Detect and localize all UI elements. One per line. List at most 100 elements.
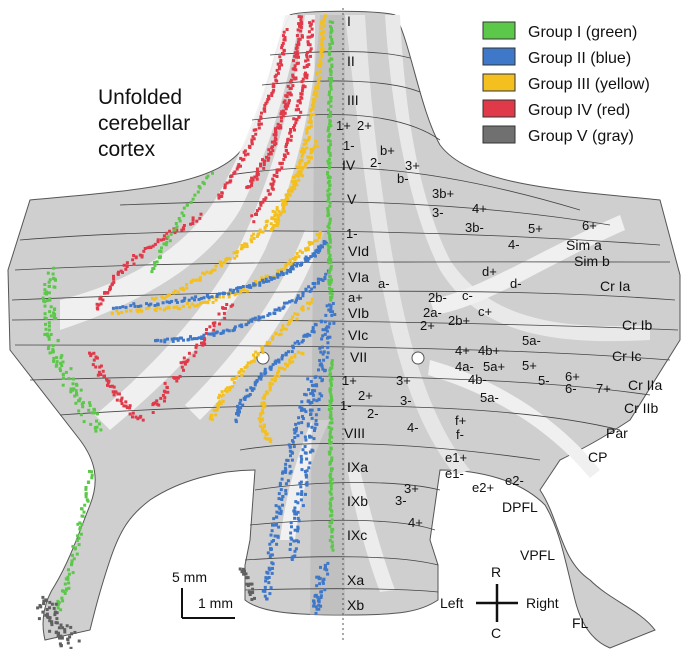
cell-dot	[239, 156, 243, 160]
cell-dot	[61, 373, 65, 377]
cell-dot	[327, 246, 331, 249]
cell-dot	[308, 116, 312, 119]
cell-dot	[252, 220, 256, 224]
cell-dot	[236, 286, 240, 290]
zone-label: 5+	[528, 221, 543, 236]
cell-dot	[295, 264, 299, 268]
cell-dot	[48, 351, 52, 355]
compass: R C Left Right	[440, 564, 559, 641]
zone-label: 3+	[404, 481, 419, 496]
cell-dot	[311, 241, 314, 245]
cell-dot	[180, 365, 184, 369]
cell-dot	[259, 164, 263, 168]
cell-dot	[241, 567, 245, 571]
cell-dot	[293, 353, 297, 357]
cell-dot	[262, 423, 266, 427]
cell-dot	[151, 411, 155, 414]
zone-labels: 1+2+1-b+2-3+b-3b+4+3-3b-5+6+4-1-a-a+2b-c…	[336, 118, 611, 530]
cell-dot	[299, 454, 303, 458]
cell-dot	[267, 156, 271, 160]
cell-dot	[258, 230, 262, 234]
cell-dot	[300, 490, 304, 494]
cell-dot	[251, 359, 255, 363]
cell-dot	[328, 253, 332, 257]
cell-dot	[59, 608, 63, 612]
cell-dot	[159, 396, 163, 400]
cell-dot	[264, 220, 268, 224]
cell-dot	[220, 261, 224, 265]
zone-label: 6-	[565, 381, 577, 396]
cell-dot	[294, 255, 298, 259]
cell-dot	[208, 325, 212, 329]
cell-dot	[301, 86, 305, 90]
cell-dot	[300, 421, 304, 425]
cell-dot	[280, 270, 284, 274]
cell-dot	[261, 278, 265, 282]
cell-dot	[330, 509, 334, 513]
cell-dot	[252, 137, 256, 141]
cell-dot	[240, 325, 244, 329]
cell-dot	[295, 312, 299, 316]
cell-dot	[303, 445, 307, 448]
cell-dot	[331, 310, 334, 314]
cell-dot	[215, 408, 219, 412]
cell-dot	[229, 175, 233, 179]
cell-dot	[328, 378, 332, 382]
cell-dot	[88, 404, 92, 407]
cell-dot	[270, 571, 274, 575]
cell-dot	[151, 403, 155, 407]
cell-dot	[319, 350, 323, 354]
cell-dot	[80, 522, 84, 526]
cell-dot	[77, 409, 81, 413]
cell-dot	[196, 278, 200, 282]
cell-dot	[280, 268, 284, 272]
cell-dot	[327, 148, 331, 151]
cell-dot	[266, 313, 270, 317]
cell-dot	[268, 366, 272, 370]
cell-dot	[92, 407, 96, 411]
cell-dot	[330, 482, 334, 486]
cell-dot	[60, 636, 64, 640]
cell-dot	[299, 485, 303, 489]
cell-dot	[308, 408, 312, 412]
cell-dot	[246, 584, 250, 587]
cell-dot	[119, 398, 123, 402]
cell-dot	[289, 318, 293, 322]
cell-dot	[262, 107, 266, 111]
cell-dot	[272, 82, 276, 86]
cell-dot	[286, 84, 290, 88]
cell-dot	[60, 354, 64, 358]
cell-dot	[201, 271, 205, 275]
cell-dot	[271, 182, 275, 186]
cell-dot	[46, 271, 50, 275]
cell-dot	[83, 503, 87, 507]
cell-dot	[291, 84, 295, 88]
cell-dot	[329, 298, 333, 302]
cell-dot	[288, 358, 292, 362]
cell-dot	[163, 381, 167, 385]
zone-label: a-	[378, 276, 390, 291]
cell-dot	[169, 232, 173, 236]
cell-dot	[120, 311, 124, 314]
cell-dot	[286, 91, 290, 95]
cell-dot	[140, 309, 144, 313]
cell-dot	[328, 452, 332, 456]
cell-dot	[329, 267, 333, 271]
cell-dot	[270, 529, 274, 533]
cell-dot	[88, 469, 91, 473]
cell-dot	[328, 240, 332, 244]
cell-dot	[155, 402, 159, 406]
cell-dot	[45, 332, 49, 336]
cell-dot	[286, 151, 290, 155]
cell-dot	[328, 373, 332, 377]
cell-dot	[318, 231, 322, 235]
cell-dot	[254, 281, 257, 285]
cell-dot	[300, 493, 304, 496]
cell-dot	[56, 606, 60, 610]
cell-dot	[277, 67, 281, 71]
cell-dot	[297, 55, 300, 59]
cell-dot	[289, 531, 293, 535]
cell-dot	[327, 425, 331, 429]
cell-dot	[48, 619, 52, 623]
cell-dot	[297, 42, 301, 46]
